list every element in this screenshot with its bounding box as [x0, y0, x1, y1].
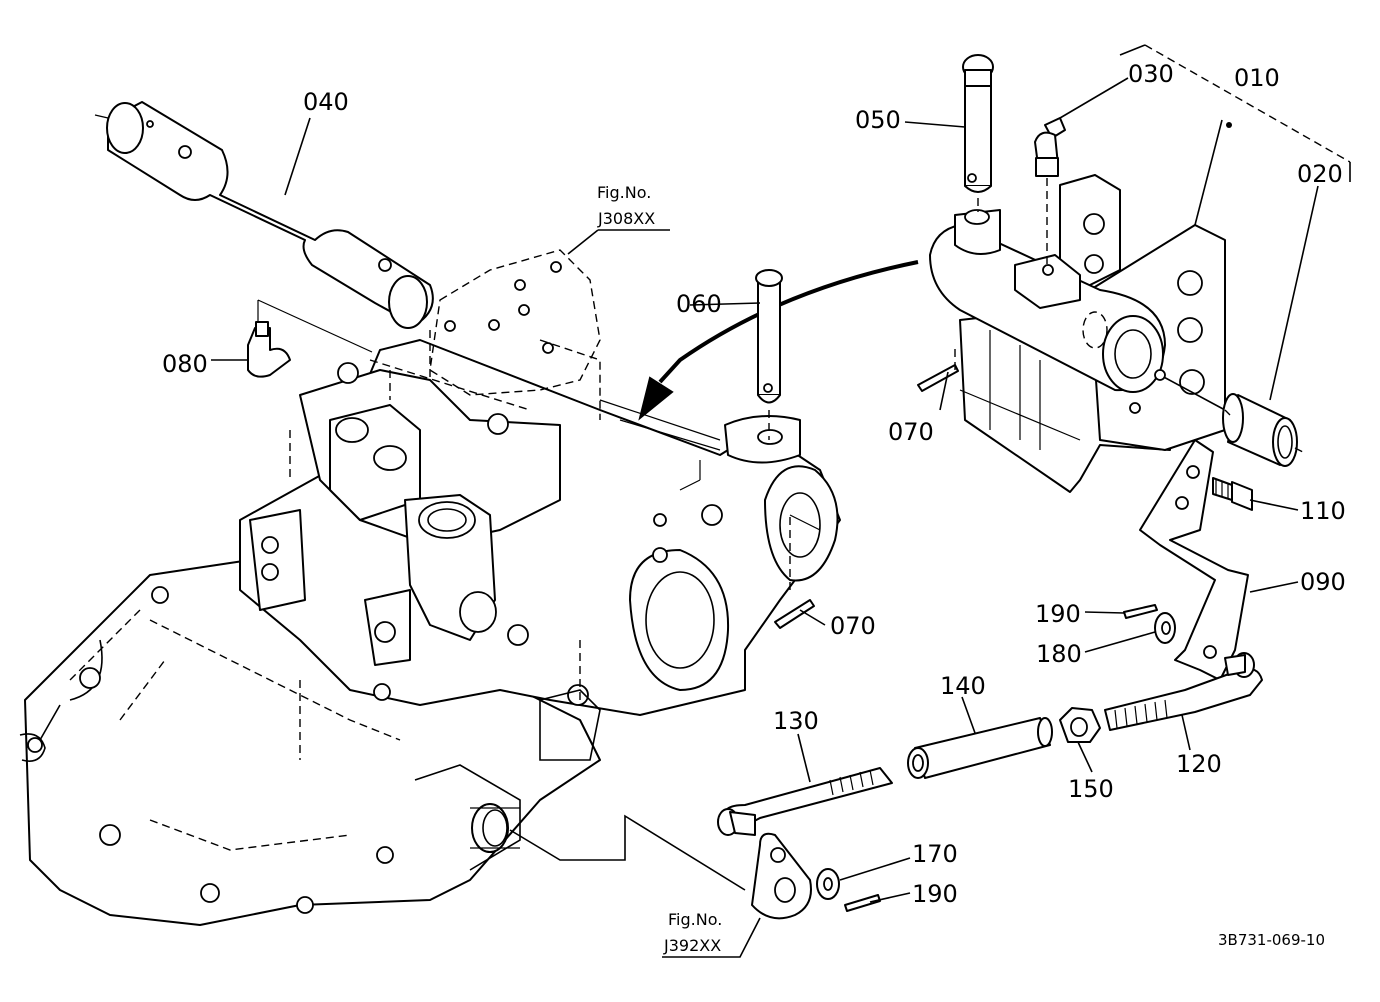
fig-ref-upper-prefix: Fig.No.	[597, 183, 651, 202]
drawing-code: 3B731-069-10	[1218, 931, 1325, 949]
nut-150	[1059, 707, 1101, 743]
callout-130: 130	[773, 707, 819, 735]
callout-030: 030	[1128, 60, 1174, 88]
callout-110: 110	[1300, 497, 1346, 525]
bushing-020	[1222, 393, 1306, 467]
washer-170	[816, 868, 840, 900]
link-arm-090	[1139, 439, 1249, 681]
callout-070-upper: 070	[888, 418, 934, 446]
rod-130	[717, 767, 893, 836]
fig-ref-lower-prefix: Fig.No.	[668, 910, 722, 929]
valve-body	[149, 330, 841, 761]
callout-020: 020	[1297, 160, 1343, 188]
callout-040: 040	[303, 88, 349, 116]
callout-090: 090	[1300, 568, 1346, 596]
assembly-arrow	[638, 260, 919, 421]
cotter-pin-070-upper	[917, 345, 959, 392]
callout-140: 140	[940, 672, 986, 700]
fitting-080	[247, 299, 373, 378]
fig-ref-lower-number: J392XX	[663, 936, 721, 955]
bolt-110	[1212, 477, 1253, 511]
cotter-pin-070-lower	[774, 515, 815, 629]
grease-nipple-030	[1034, 117, 1066, 265]
callout-060: 060	[676, 290, 722, 318]
lever-040	[94, 101, 434, 329]
callout-120: 120	[1176, 750, 1222, 778]
leader-lines	[211, 44, 1351, 958]
fig-ref-upper-number: J308XX	[597, 209, 655, 228]
callout-190-upper: 190	[1035, 600, 1081, 628]
turnbuckle-140	[907, 717, 1053, 779]
housing-assembly-010	[929, 174, 1226, 493]
pin-060	[755, 269, 783, 440]
pin-050	[962, 54, 994, 212]
callout-070-lower: 070	[830, 612, 876, 640]
callout-180: 180	[1036, 640, 1082, 668]
callout-050: 050	[855, 106, 901, 134]
callout-labels: 040 050 030 010 020 060 080 070 070 110 …	[162, 60, 1346, 908]
rod-120	[1104, 652, 1263, 731]
clevis-bracket	[751, 832, 812, 920]
washer-180	[1154, 612, 1176, 644]
figure-reference-upper: Fig.No. J308XX	[597, 183, 655, 228]
cover-plate-outline	[369, 249, 601, 411]
callout-170: 170	[912, 840, 958, 868]
base-plate-housing	[19, 559, 746, 926]
figure-reference-lower: Fig.No. J392XX	[663, 910, 722, 955]
callout-010: 010	[1234, 64, 1280, 92]
cotter-pin-190-lower	[844, 894, 881, 912]
callout-080: 080	[162, 350, 208, 378]
callout-190-lower: 190	[912, 880, 958, 908]
cotter-pin-190-upper	[1123, 604, 1158, 619]
callout-150: 150	[1068, 775, 1114, 803]
